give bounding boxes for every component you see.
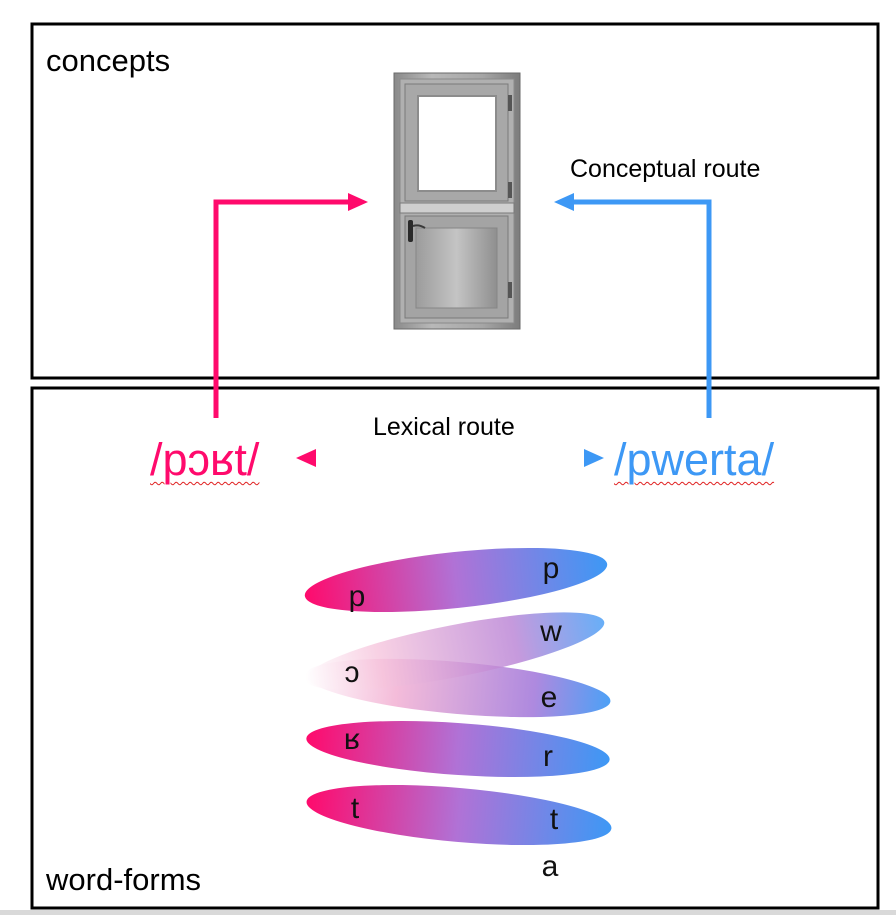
phoneme-right-2: w xyxy=(539,615,562,648)
phoneme-link-r xyxy=(306,720,610,778)
word-right-spanish: /pwerta/ xyxy=(614,434,775,485)
conceptual-arrow-left xyxy=(213,193,368,418)
phoneme-left-2: ɔ xyxy=(345,656,360,689)
phoneme-right-4: r xyxy=(543,740,553,773)
door-icon xyxy=(393,72,521,330)
phoneme-link-t xyxy=(306,784,612,846)
phoneme-link-o-w xyxy=(305,612,605,690)
phoneme-right-3: e xyxy=(541,681,558,714)
conceptual-route-text: Conceptual route xyxy=(570,155,761,183)
phoneme-left-1: p xyxy=(349,580,366,613)
lexical-arrow xyxy=(296,449,604,467)
concepts-box xyxy=(30,22,880,380)
phoneme-right-1: p xyxy=(543,552,560,585)
page-bottom-edge xyxy=(0,910,896,915)
concepts-label: concepts xyxy=(46,43,171,78)
conceptual-route-label: Conceptual route xyxy=(570,157,760,182)
word-left-french: /pɔʁt/ xyxy=(150,434,260,485)
phoneme-left-3: ʁ xyxy=(344,723,360,756)
conceptual-arrow-right xyxy=(554,193,712,418)
phoneme-link-p xyxy=(304,547,608,613)
lexical-route-label: Lexical route xyxy=(373,415,515,440)
lexical-route-text: Lexical route xyxy=(373,413,515,441)
word-forms-label: word-forms xyxy=(46,862,202,897)
phoneme-right-6: a xyxy=(542,850,559,883)
phoneme-left-4: t xyxy=(351,792,360,825)
phoneme-links xyxy=(304,547,612,846)
word-forms-box xyxy=(30,386,880,910)
phoneme-right-5: t xyxy=(550,803,559,836)
